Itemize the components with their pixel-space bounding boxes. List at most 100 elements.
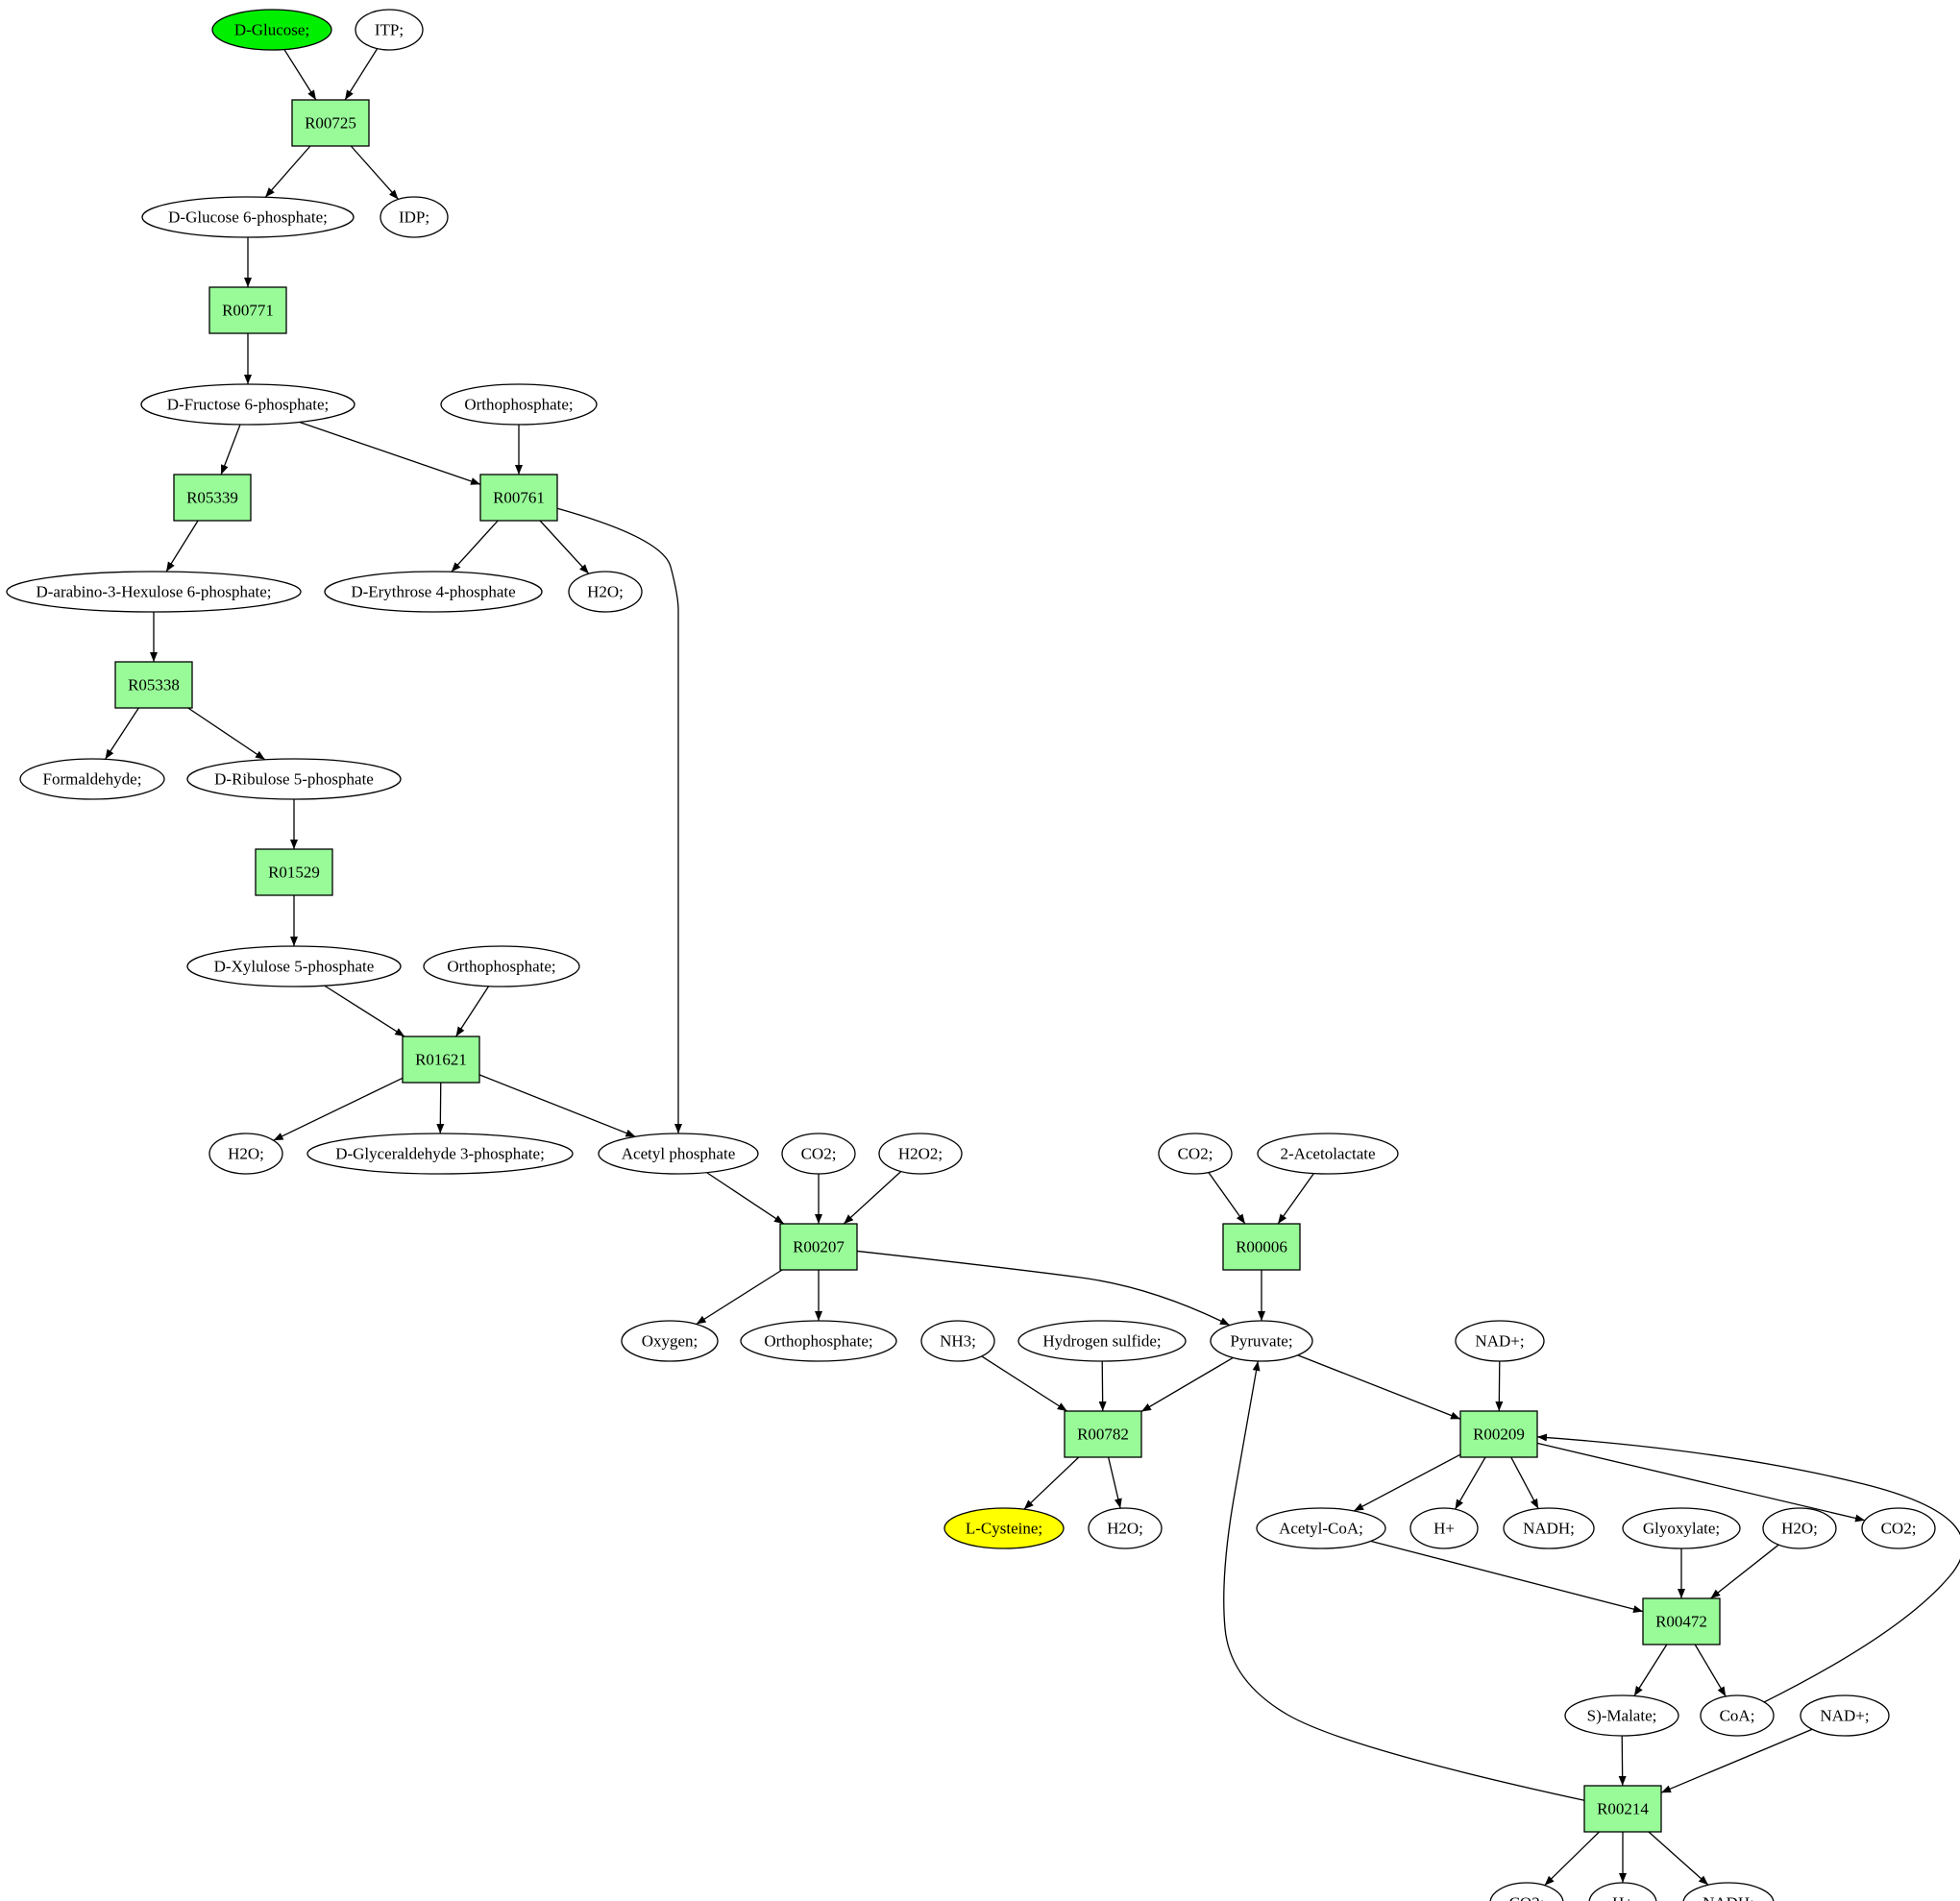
metabolite-node-nh3[interactable]: NH3; [920, 1320, 995, 1362]
metabolite-node-itp[interactable]: ITP; [355, 9, 424, 51]
metabolite-node-co2b[interactable]: CO2; [1158, 1133, 1233, 1175]
metabolite-node-ru5p[interactable]: D-Ribulose 5-phosphate [186, 758, 402, 800]
reaction-box [291, 99, 370, 147]
metabolite-node-coa[interactable]: CoA; [1700, 1694, 1775, 1737]
node-label: R01621 [415, 1051, 467, 1069]
metabolite-node-h2o2[interactable]: H2O; [208, 1133, 283, 1175]
reaction-node-r01621[interactable]: R01621 [402, 1036, 480, 1084]
edge-acl-to-r00006 [1277, 1173, 1314, 1225]
metabolite-node-pyr[interactable]: Pyruvate; [1210, 1320, 1313, 1362]
metabolite-node-mal[interactable]: S)-Malate; [1564, 1694, 1679, 1737]
metabolite-node-form[interactable]: Formaldehyde; [19, 758, 165, 800]
reaction-node-r00472[interactable]: R00472 [1642, 1597, 1721, 1645]
reaction-node-r01529[interactable]: R01529 [255, 848, 333, 896]
edge-accoa-to-r00472 [1370, 1540, 1644, 1614]
metabolite-ellipse [1564, 1694, 1679, 1737]
edges-layer [104, 48, 1960, 1887]
reaction-node-r00006[interactable]: R00006 [1222, 1223, 1301, 1271]
metabolite-node-g6p[interactable]: D-Glucose 6-phosphate; [141, 196, 355, 238]
reaction-node-r00761[interactable]: R00761 [479, 474, 558, 522]
metabolite-ellipse [1700, 1694, 1775, 1737]
metabolite-node-cys[interactable]: L-Cysteine; [943, 1507, 1065, 1549]
node-label: CO2; [1178, 1145, 1213, 1163]
metabolite-node-h2s[interactable]: Hydrogen sulfide; [1017, 1320, 1187, 1362]
edge-nh3-to-r00782 [981, 1355, 1067, 1412]
metabolite-node-hp2[interactable]: H+ [1588, 1882, 1657, 1901]
metabolite-node-f6p[interactable]: D-Fructose 6-phosphate; [140, 383, 355, 426]
metabolite-node-hex6p[interactable]: D-arabino-3-Hexulose 6-phosphate; [6, 571, 302, 613]
metabolite-node-acp[interactable]: Acetyl phosphate [598, 1133, 759, 1175]
metabolite-node-nadh1[interactable]: NADH; [1503, 1507, 1595, 1549]
metabolite-node-h2o4[interactable]: H2O; [1762, 1507, 1837, 1549]
node-label: NAD+; [1475, 1332, 1524, 1351]
node-label: R01529 [268, 864, 320, 882]
edge-r05339-to-hex6p [165, 520, 199, 573]
metabolite-node-xu5p[interactable]: D-Xylulose 5-phosphate [186, 945, 402, 987]
metabolite-node-gap[interactable]: D-Glyceraldehyde 3-phosphate; [306, 1133, 574, 1175]
metabolite-ellipse [140, 383, 355, 426]
metabolite-node-pi3[interactable]: Orthophosphate; [740, 1320, 897, 1362]
metabolite-ellipse [1017, 1320, 1187, 1362]
node-label: NADH; [1703, 1894, 1754, 1901]
node-label: H2O2; [898, 1145, 943, 1163]
reaction-node-r00771[interactable]: R00771 [208, 286, 287, 334]
edge-r00209-to-accoa [1353, 1453, 1461, 1512]
metabolite-ellipse [141, 196, 355, 238]
metabolite-ellipse [943, 1507, 1065, 1549]
reaction-node-r05339[interactable]: R05339 [173, 474, 252, 522]
metabolite-node-co2c[interactable]: CO2; [1861, 1507, 1936, 1549]
node-label: R05338 [128, 676, 180, 695]
edge-r00209-to-nadh1 [1510, 1456, 1539, 1509]
metabolite-node-hp1[interactable]: H+ [1409, 1507, 1479, 1549]
metabolite-node-idp[interactable]: IDP; [380, 196, 449, 238]
metabolite-node-pi1[interactable]: Orthophosphate; [440, 383, 598, 426]
metabolite-node-co2d[interactable]: CO2; [1489, 1882, 1564, 1901]
metabolite-ellipse [380, 196, 449, 238]
metabolite-node-acl[interactable]: 2-Acetolactate [1257, 1133, 1399, 1175]
edge-r05338-to-ru5p [187, 707, 266, 761]
reaction-node-r00207[interactable]: R00207 [779, 1223, 858, 1271]
edge-glc-to-r00725 [283, 49, 317, 101]
reaction-node-r00209[interactable]: R00209 [1459, 1410, 1538, 1458]
metabolite-node-pi2[interactable]: Orthophosphate; [423, 945, 580, 987]
node-label: Glyoxylate; [1643, 1520, 1720, 1538]
metabolite-ellipse [1158, 1133, 1233, 1175]
node-label: D-Fructose 6-phosphate; [167, 396, 330, 414]
edge-r01621-to-acp [478, 1074, 636, 1137]
node-label: CoA; [1720, 1707, 1755, 1725]
metabolite-ellipse [1455, 1320, 1545, 1362]
metabolite-ellipse [208, 1133, 283, 1175]
node-label: CO2; [801, 1145, 837, 1163]
edge-xu5p-to-r01621 [324, 985, 405, 1037]
metabolite-ellipse [1088, 1507, 1163, 1549]
metabolite-node-h2o3[interactable]: H2O; [1088, 1507, 1163, 1549]
metabolite-node-co2a[interactable]: CO2; [781, 1133, 856, 1175]
node-label: Orthophosphate; [764, 1332, 872, 1351]
reaction-node-r00214[interactable]: R00214 [1583, 1785, 1662, 1833]
edge-r00761-to-acp [556, 507, 682, 1133]
metabolite-node-glc[interactable]: D-Glucose; [211, 9, 332, 51]
reaction-node-r00782[interactable]: R00782 [1064, 1410, 1142, 1458]
node-label: R00761 [493, 489, 545, 507]
metabolite-node-h2o1[interactable]: H2O; [568, 571, 643, 613]
metabolite-ellipse [1210, 1320, 1313, 1362]
metabolite-ellipse [1257, 1133, 1399, 1175]
metabolite-ellipse [1622, 1507, 1741, 1549]
metabolite-node-nad2[interactable]: NAD+; [1800, 1694, 1890, 1737]
metabolite-node-oxy[interactable]: Oxygen; [621, 1320, 719, 1362]
metabolite-node-nad1[interactable]: NAD+; [1455, 1320, 1545, 1362]
metabolite-node-e4p[interactable]: D-Erythrose 4-phosphate [324, 571, 543, 613]
metabolite-node-nadh2[interactable]: NADH; [1682, 1882, 1775, 1901]
node-label: ITP; [375, 21, 404, 39]
metabolite-node-h2o2b[interactable]: H2O2; [878, 1133, 963, 1175]
metabolite-node-glyox[interactable]: Glyoxylate; [1622, 1507, 1741, 1549]
metabolite-ellipse [306, 1133, 574, 1175]
reaction-box [1583, 1785, 1662, 1833]
reaction-node-r05338[interactable]: R05338 [114, 661, 193, 709]
metabolite-ellipse [1762, 1507, 1837, 1549]
reaction-node-r00725[interactable]: R00725 [291, 99, 370, 147]
node-label: NADH; [1523, 1520, 1575, 1538]
node-label: L-Cysteine; [966, 1520, 1042, 1538]
metabolite-node-accoa[interactable]: Acetyl-CoA; [1256, 1507, 1386, 1549]
